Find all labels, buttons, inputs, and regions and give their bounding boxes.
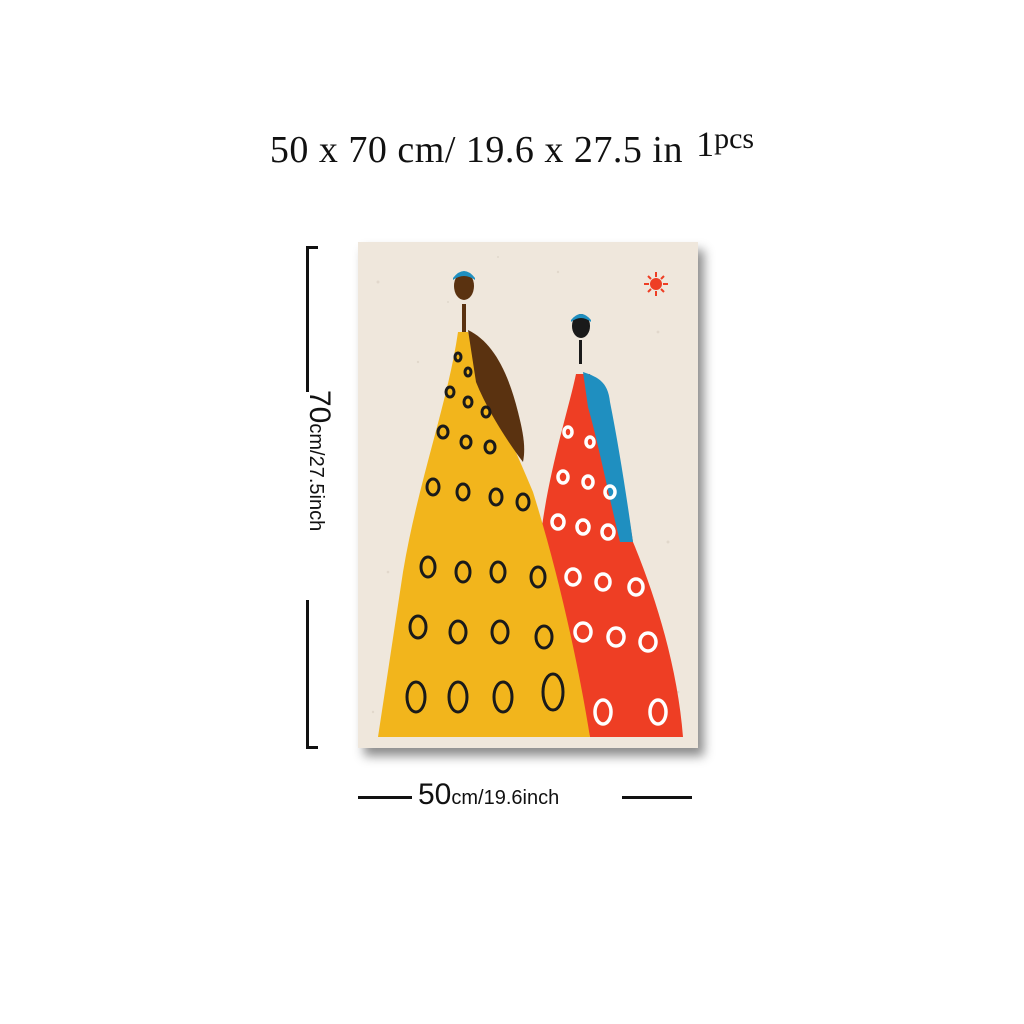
quantity-number: 1: [696, 124, 715, 164]
product-size-heading: 50 x 70 cm/ 19.6 x 27.5 in 1pcs: [0, 122, 1024, 172]
height-line-top: [306, 246, 309, 392]
quantity-text: 1pcs: [696, 122, 755, 165]
canvas-print: [358, 242, 698, 748]
height-value: 70: [303, 390, 336, 424]
artwork-illustration: [371, 256, 683, 737]
width-line-right: [622, 796, 692, 799]
width-label: 50cm/19.6inch: [418, 778, 559, 812]
width-unit: cm/19.6inch: [451, 787, 560, 809]
red-dress-figure: [540, 314, 683, 737]
width-line-left: [358, 796, 412, 799]
height-line-bottom: [306, 600, 309, 748]
size-dimensions-text: 50 x 70 cm/ 19.6 x 27.5 in: [269, 129, 683, 171]
height-unit: cm/27.5inch: [305, 423, 327, 532]
height-tick-bottom: [306, 746, 318, 749]
height-label: 70cm/27.5inch: [292, 390, 336, 610]
sun-icon: [644, 272, 668, 296]
yellow-dress-figure: [378, 271, 590, 737]
quantity-unit: pcs: [714, 122, 755, 155]
width-value: 50: [418, 778, 452, 811]
height-tick-top: [306, 246, 318, 249]
